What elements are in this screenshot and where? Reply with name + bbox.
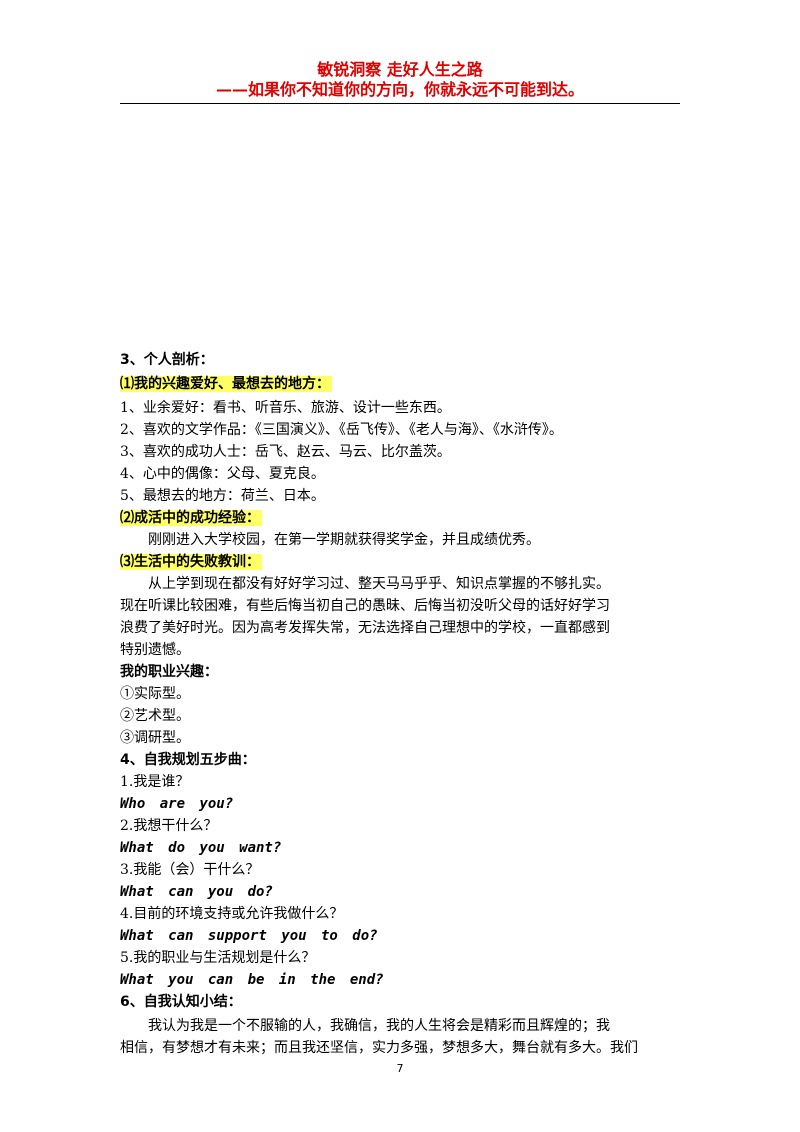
career-title: 我的职业兴趣：: [120, 664, 218, 680]
career-item: ②艺术型。: [120, 708, 190, 724]
step-en: What can support you to do?: [120, 928, 378, 944]
highlight: ⑴我的兴趣爱好、最想去的地方：: [120, 376, 332, 392]
interest-item: 5、最想去的地方：荷兰、日本。: [120, 488, 325, 504]
highlight: ⑶生活中的失败教训：: [120, 554, 262, 570]
step-en: Who are you?: [120, 796, 234, 812]
failure-line: 从上学到现在都没有好好学习过、整天马马乎乎、知识点掌握的不够扎实。: [148, 576, 610, 592]
career-item: ①实际型。: [120, 686, 190, 702]
success-text: 刚刚进入大学校园，在第一学期就获得奖学金，并且成绩优秀。: [148, 532, 540, 548]
step-cn: 5.我的职业与生活规划是什么？: [120, 950, 316, 966]
section3-sub3-title: ⑶生活中的失败教训：: [120, 552, 262, 572]
header-line-2: ——如果你不知道你的方向，你就永远不可能到达。: [215, 80, 584, 99]
section3-sub1-title: ⑴我的兴趣爱好、最想去的地方：: [120, 374, 332, 394]
section3-sub2-title: ⑵成活中的成功经验：: [120, 508, 262, 528]
interest-item: 4、心中的偶像：父母、夏克良。: [120, 466, 325, 482]
step-en: What can you do?: [120, 884, 273, 900]
step-cn: 1.我是谁？: [120, 774, 190, 790]
step-en: What you can be in the end?: [120, 972, 384, 988]
page-header: 敏锐洞察 走好人生之路 ——如果你不知道你的方向，你就永远不可能到达。: [120, 60, 680, 100]
summary-line: 相信，有梦想才有未来；而且我还坚信，实力多强，梦想多大，舞台就有多大。我们: [120, 1040, 638, 1056]
interest-item: 3、喜欢的成功人士：岳飞、赵云、马云、比尔盖茨。: [120, 444, 451, 460]
interest-item: 1、业余爱好：看书、听音乐、旅游、设计一些东西。: [120, 400, 451, 416]
failure-line: 现在听课比较困难，有些后悔当初自己的愚昧、后悔当初没听父母的话好好学习: [120, 598, 610, 614]
failure-line: 特别遗憾。: [120, 642, 190, 658]
section4-title: 4、自我规划五步曲：: [120, 752, 256, 768]
interest-item: 2、喜欢的文学作品：《三国演义》、《岳飞传》、《老人与海》、《水浒传》。: [120, 422, 563, 438]
header-line-1: 敏锐洞察 走好人生之路: [317, 60, 483, 79]
section6-title: 6、自我认知小结：: [120, 994, 242, 1010]
section3-title: 3、个人剖析：: [120, 352, 214, 368]
highlight: ⑵成活中的成功经验：: [120, 510, 262, 526]
failure-line: 浪费了美好时光。因为高考发挥失常，无法选择自己理想中的学校，一直都感到: [120, 620, 610, 636]
step-cn: 2.我想干什么？: [120, 818, 218, 834]
step-cn: 3.我能（会）干什么？: [120, 862, 260, 878]
career-item: ③调研型。: [120, 730, 190, 746]
step-cn: 4.目前的环境支持或允许我做什么？: [120, 906, 344, 922]
step-en: What do you want?: [120, 840, 282, 856]
page-number: 7: [396, 1062, 404, 1075]
header-rule: [120, 103, 680, 104]
summary-line: 我认为我是一个不服输的人，我确信，我的人生将会是精彩而且辉煌的；我: [148, 1018, 610, 1034]
